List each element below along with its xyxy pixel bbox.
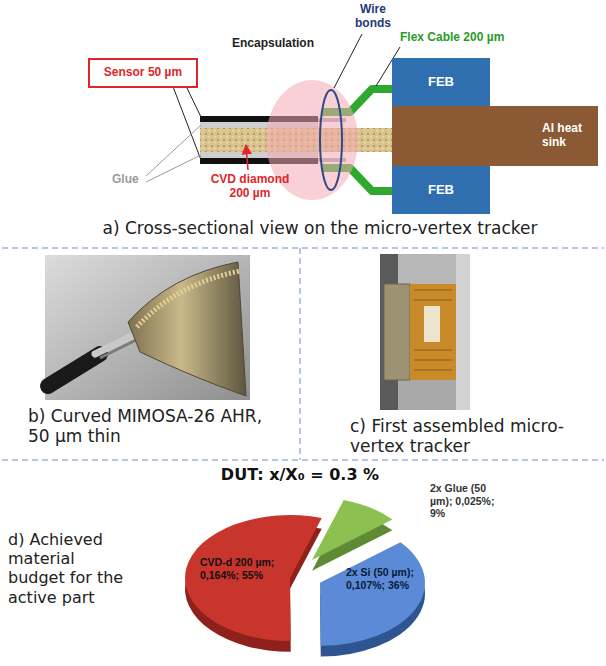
leader-line: [172, 84, 201, 160]
metal-holder: [456, 254, 470, 410]
separator: [2, 460, 604, 461]
separator: [2, 248, 604, 249]
flex-traces: [414, 290, 452, 370]
node-label: Al heat sink: [542, 122, 594, 150]
slice-label: CVD-d 200 µm; 0,164%; 55%: [200, 556, 288, 581]
slice-label: 2x Si (50 µm); 0,107%; 36%: [346, 566, 432, 591]
tweezer-handle: [48, 354, 100, 386]
part-label: Encapsulation: [232, 36, 342, 50]
pie-slice: [185, 515, 322, 641]
curved-sensor: [128, 262, 246, 396]
panel-caption: b) Curved MIMOSA-26 AHR, 50 µm thin: [28, 406, 278, 447]
node-label: FEB: [428, 75, 454, 90]
pie-slice: [312, 500, 392, 560]
tweezer-tip: [100, 339, 138, 358]
separator: [300, 248, 301, 460]
panel-caption: c) First assembled micro-vertex tracker: [350, 416, 595, 457]
pointer-arrow: [246, 145, 248, 170]
part-label: CVD diamond 200 µm: [205, 172, 295, 201]
pie-slice: [320, 542, 425, 645]
flex-cable-photo: [410, 284, 456, 380]
sensor-callout-box: Sensor 50 µm: [88, 58, 198, 88]
leader-line: [146, 155, 201, 182]
slice-label: 2x Glue (50 µm); 0,025%; 9%: [430, 482, 502, 520]
leader-line: [185, 84, 201, 117]
panel-caption: a) Cross-sectional view on the micro-ver…: [40, 218, 600, 238]
part-label: Glue: [112, 172, 152, 186]
chart-title: DUT: x/X₀ = 0.3 %: [150, 465, 450, 484]
sensor-chip: [384, 284, 410, 380]
heat-sink: Al heat sink: [392, 106, 598, 166]
panel-caption: d) Achieved material budget for the acti…: [8, 530, 130, 607]
leader-line: [334, 34, 362, 88]
part-label: Wire bonds: [350, 2, 396, 31]
part-label: Flex Cable 200 µm: [400, 30, 550, 44]
photo-background: [45, 255, 250, 400]
feb-board: FEB: [392, 166, 490, 214]
node-label: FEB: [428, 183, 454, 198]
node-label: Sensor 50 µm: [104, 66, 182, 80]
sensor-pads: [137, 271, 240, 327]
photo-background: [380, 254, 470, 410]
feb-board: FEB: [392, 58, 490, 106]
pie-chart: [185, 500, 425, 657]
wire-bond-loop: [320, 90, 342, 190]
flex-sticker: [424, 306, 440, 342]
